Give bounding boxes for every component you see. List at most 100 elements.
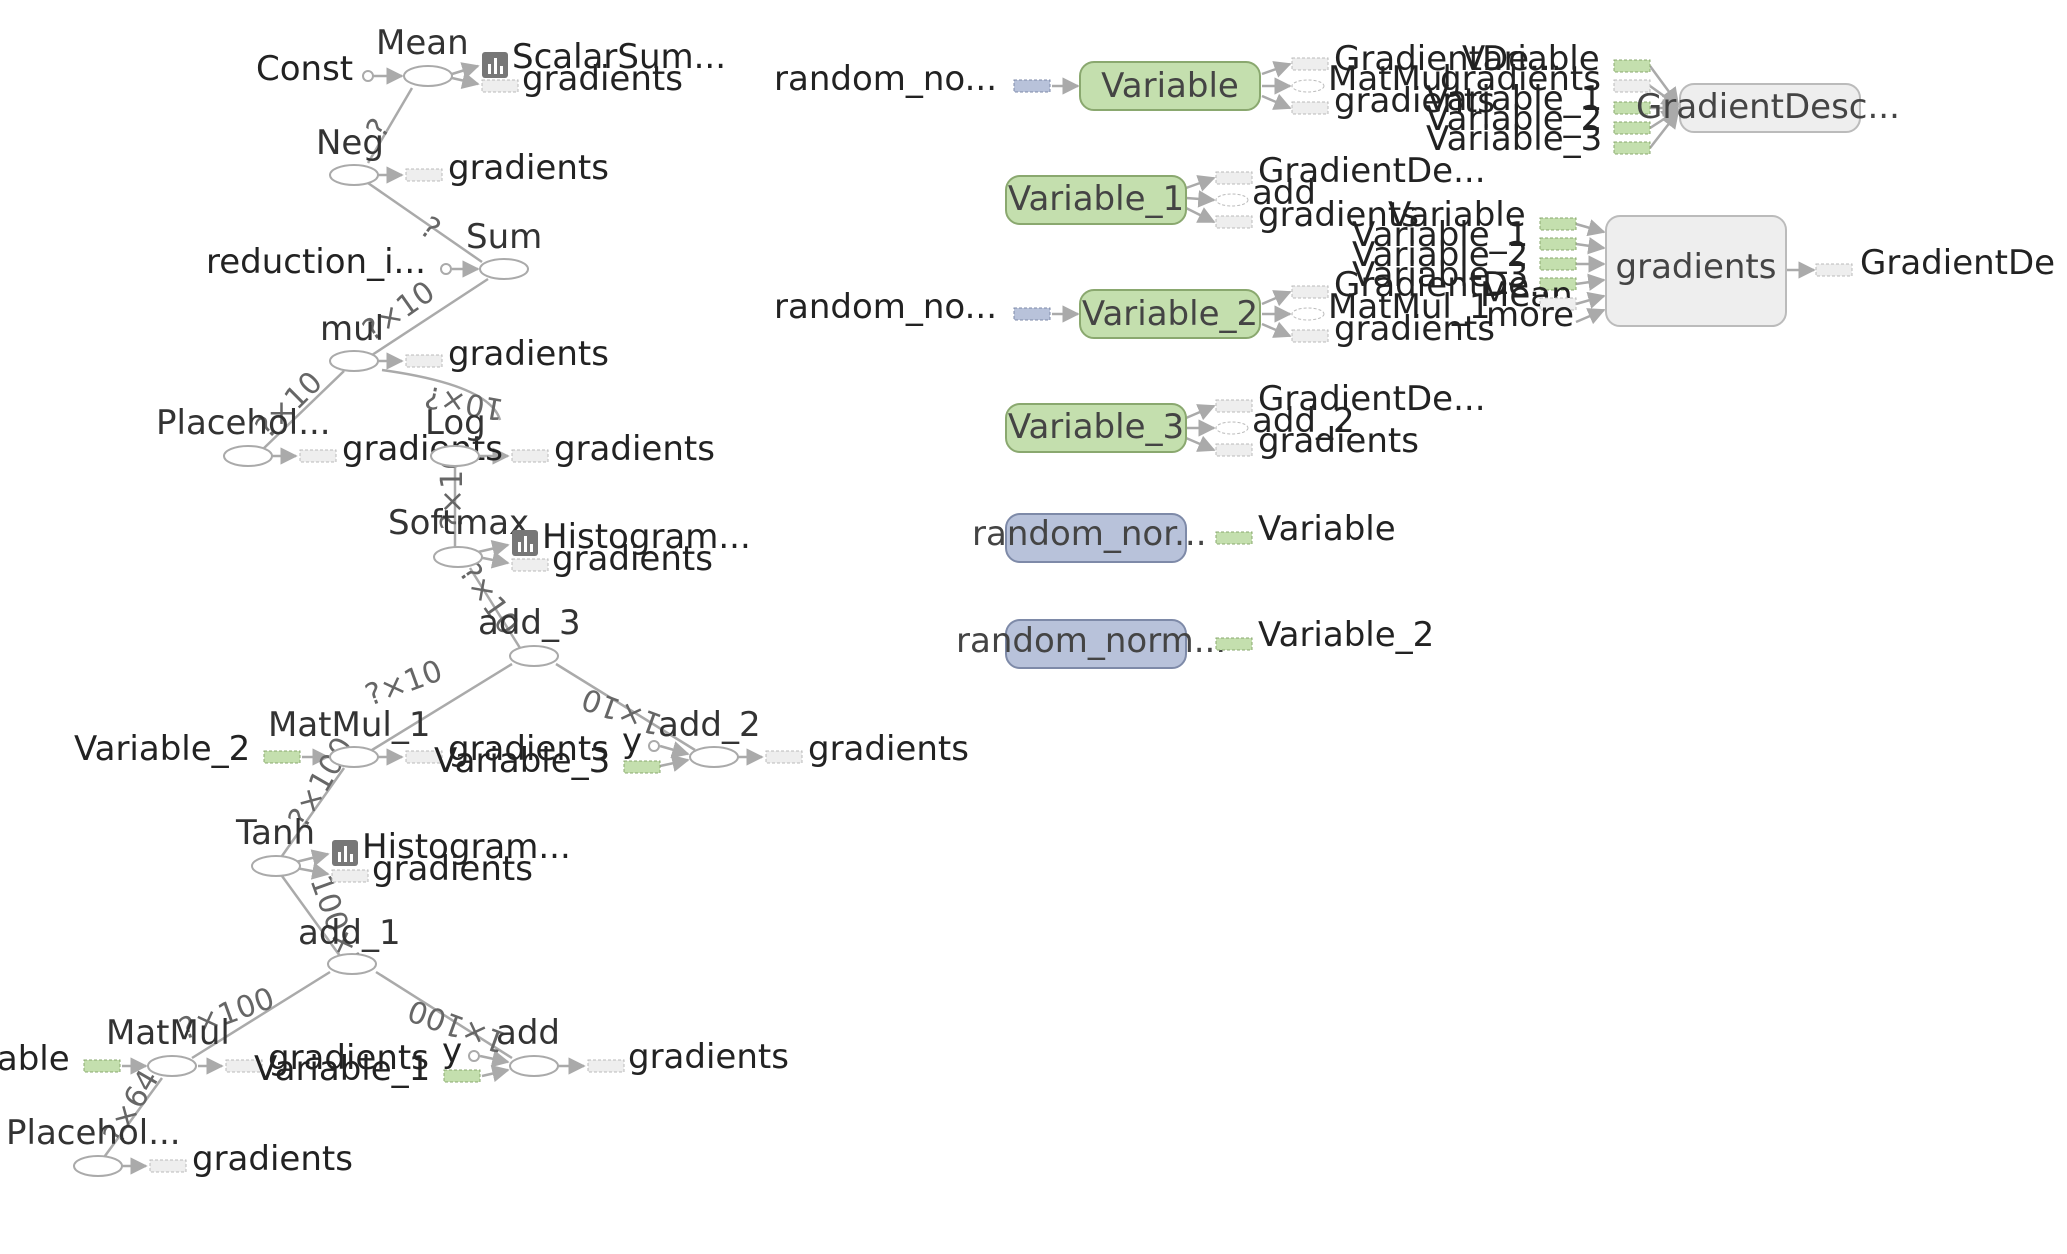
variable-2-box[interactable] bbox=[1079, 289, 1261, 339]
reduction-node[interactable] bbox=[440, 263, 452, 275]
edge-add1-matmul bbox=[191, 970, 331, 1060]
edge-softmax-gradients bbox=[477, 551, 510, 569]
y-node-bottom[interactable] bbox=[468, 1050, 480, 1062]
grad-in-variable-node[interactable] bbox=[1539, 217, 1577, 231]
sum-node[interactable] bbox=[479, 258, 529, 280]
variable-2-gradients-node[interactable] bbox=[1291, 329, 1329, 343]
y-label-bottom: y bbox=[442, 1031, 462, 1071]
random-no-2-node[interactable] bbox=[1013, 307, 1051, 321]
gd-in-variable-2-node[interactable] bbox=[1613, 121, 1651, 135]
gradients-out-node[interactable] bbox=[1815, 263, 1853, 277]
variable-1-box[interactable] bbox=[1005, 175, 1187, 225]
add-2-gradients-label: gradients bbox=[808, 729, 969, 769]
gradients-box[interactable] bbox=[1605, 215, 1787, 327]
variable-3-add2-node[interactable] bbox=[1215, 421, 1249, 435]
variable-box[interactable] bbox=[1079, 61, 1261, 111]
hist2-bar-3 bbox=[350, 854, 353, 862]
add-2-label: add_2 bbox=[658, 705, 761, 745]
y-node-top[interactable] bbox=[648, 740, 660, 752]
gd-in-gradients-node[interactable] bbox=[1613, 79, 1651, 93]
grad-in-variable-1-node[interactable] bbox=[1539, 237, 1577, 251]
softmax-node[interactable] bbox=[433, 546, 483, 568]
mean-gradients-node[interactable] bbox=[481, 79, 519, 93]
matmul-node[interactable] bbox=[147, 1055, 197, 1077]
variable-2-left-node[interactable] bbox=[263, 750, 301, 764]
mul-node[interactable] bbox=[329, 350, 379, 372]
mean-node[interactable] bbox=[403, 65, 453, 87]
grad-in-variable-3-label: Variable_3 bbox=[1352, 255, 1528, 295]
scalar-bar-1 bbox=[488, 64, 491, 74]
variable-1-gradients-node[interactable] bbox=[1215, 215, 1253, 229]
histogram-softmax-label: Histogram... bbox=[542, 517, 751, 557]
random-norm-box[interactable] bbox=[1005, 619, 1187, 669]
edge-gradients-in-6 bbox=[1575, 308, 1606, 325]
random-nor-out-node[interactable] bbox=[1215, 531, 1253, 545]
add-gradients-node[interactable] bbox=[587, 1059, 625, 1073]
neg-gradients-node[interactable] bbox=[405, 168, 443, 182]
matmul-1-gradients-node[interactable] bbox=[405, 750, 443, 764]
random-nor-label: random_nor... bbox=[972, 514, 1207, 554]
random-norm-out-node[interactable] bbox=[1215, 637, 1253, 651]
variable-1-gd-node[interactable] bbox=[1215, 171, 1253, 185]
mul-gradients-node[interactable] bbox=[405, 354, 443, 368]
add-2-node[interactable] bbox=[689, 746, 739, 768]
placeholder-bottom-node[interactable] bbox=[73, 1155, 123, 1177]
tanh-node[interactable] bbox=[251, 855, 301, 877]
softmax-gradients-node[interactable] bbox=[511, 558, 549, 572]
variable-1-left-label: Variable_1 bbox=[254, 1049, 430, 1089]
mul-gradients-label: gradients bbox=[448, 334, 609, 374]
grad-in-mean-node[interactable] bbox=[1539, 297, 1577, 311]
gd-in-variable-1-node[interactable] bbox=[1613, 101, 1651, 115]
placeholder-top-node[interactable] bbox=[223, 445, 273, 467]
placeholder-top-gradients-node[interactable] bbox=[299, 449, 337, 463]
softmax-label: Softmax bbox=[388, 503, 529, 543]
add-1-label: add_1 bbox=[298, 913, 401, 953]
gd-in-variable-node[interactable] bbox=[1613, 59, 1651, 73]
scalar-summary-label: ScalarSum... bbox=[512, 37, 726, 77]
gd-in-variable-1-label: Variable_1 bbox=[1426, 79, 1602, 119]
tanh-gradients-node[interactable] bbox=[331, 869, 369, 883]
variable-3-gradients-node[interactable] bbox=[1215, 443, 1253, 457]
add-3-label: add_3 bbox=[478, 603, 581, 643]
variable-box-label: Variable bbox=[1101, 66, 1239, 106]
variable-2-gd-node[interactable] bbox=[1291, 285, 1329, 299]
placeholder-bottom-gradients-node[interactable] bbox=[149, 1159, 187, 1173]
variable-gd-node[interactable] bbox=[1291, 57, 1329, 71]
add-2-gradients-node[interactable] bbox=[765, 750, 803, 764]
edge-gradients-in-4 bbox=[1575, 273, 1606, 291]
variable-3-add2-label: add_2 bbox=[1252, 401, 1355, 441]
edge-y-add2 bbox=[659, 741, 690, 759]
const-node[interactable] bbox=[362, 70, 374, 82]
variable-1-add-label: add bbox=[1252, 173, 1316, 213]
variable-1-add-node[interactable] bbox=[1215, 193, 1249, 207]
gd-in-variable-3-node[interactable] bbox=[1613, 141, 1651, 155]
grad-in-variable-2-node[interactable] bbox=[1539, 257, 1577, 271]
variable-matmul-node[interactable] bbox=[1291, 79, 1325, 93]
random-nor-box[interactable] bbox=[1005, 513, 1187, 563]
log-node[interactable] bbox=[430, 445, 480, 467]
variable-3-gd-node[interactable] bbox=[1215, 399, 1253, 413]
variable-gradients-node[interactable] bbox=[1291, 101, 1329, 115]
edge-tanh-histogram bbox=[295, 849, 330, 867]
matmul-gradients-node[interactable] bbox=[225, 1059, 263, 1073]
graph-nodes: Const Mean ScalarSum... gradients Neg gr… bbox=[0, 23, 969, 1179]
add-node[interactable] bbox=[509, 1055, 559, 1077]
neg-node[interactable] bbox=[329, 164, 379, 186]
matmul-1-node[interactable] bbox=[329, 746, 379, 768]
log-gradients-node[interactable] bbox=[511, 449, 549, 463]
variable-2-matmul-node[interactable] bbox=[1291, 307, 1325, 321]
grad-in-variable-2-label: Variable_2 bbox=[1352, 235, 1528, 275]
random-no-1-node[interactable] bbox=[1013, 79, 1051, 93]
variable-1-left-node[interactable] bbox=[443, 1069, 481, 1083]
edge-softmax-histogram bbox=[477, 540, 510, 558]
variable-3-box[interactable] bbox=[1005, 403, 1187, 453]
variable-left-node[interactable] bbox=[83, 1059, 121, 1073]
placeholder-top-label: Placehol... bbox=[156, 403, 331, 443]
add-1-node[interactable] bbox=[327, 953, 377, 975]
gradient-descent-box[interactable] bbox=[1679, 83, 1861, 133]
variable-3-box-label: Variable_3 bbox=[1008, 407, 1184, 447]
add-3-node[interactable] bbox=[509, 645, 559, 667]
random-no-1-label: random_no... bbox=[774, 59, 997, 99]
variable-3-left-node[interactable] bbox=[623, 760, 661, 774]
grad-in-variable-3-node[interactable] bbox=[1539, 277, 1577, 291]
